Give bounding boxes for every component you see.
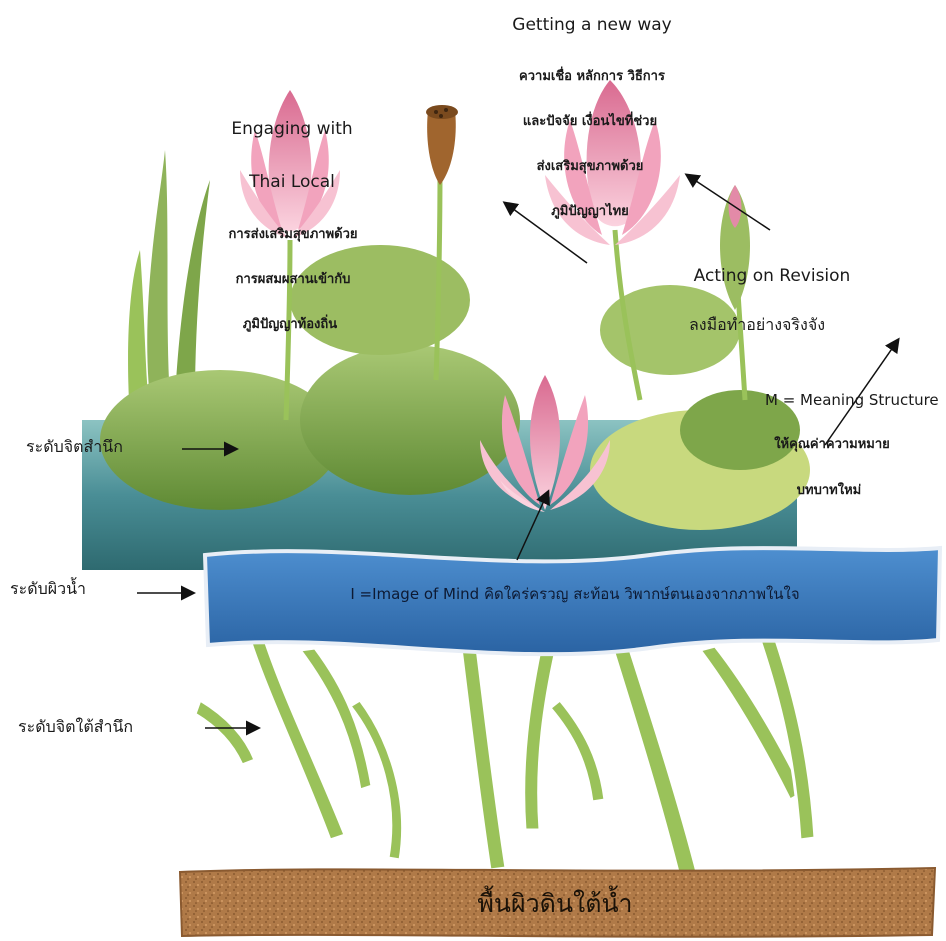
acting-title: Acting on Revision xyxy=(694,267,851,287)
meaning-thai-line2: บทบาทใหม่ xyxy=(797,484,861,499)
subconscious-level-label: ระดับจิตใต้สำนึก xyxy=(18,718,133,736)
getting-thai-line3: ส่งเสริมสุขภาพด้วย xyxy=(537,160,644,175)
engaging-title-line2: Thai Local xyxy=(249,173,335,193)
conscious-level-label: ระดับจิตสำนึก xyxy=(26,438,123,456)
getting-thai-line4: ภูมิปัญญาไทย xyxy=(551,205,629,220)
image-of-mind-banner-text: I =Image of Mind คิดใคร่ครวญ สะท้อน วิพา… xyxy=(215,574,935,614)
surface-level-label: ระดับผิวน้ำ xyxy=(10,580,86,598)
engaging-thai-line2: การผสมผสานเข้ากับ xyxy=(236,273,351,288)
getting-title: Getting a new way xyxy=(512,16,671,36)
acting-thai: ลงมือทำอย่างจริงจัง xyxy=(689,316,825,334)
meaning-title: M = Meaning Structure xyxy=(765,392,939,409)
engaging-thai-line1: การส่งเสริมสุขภาพด้วย xyxy=(229,228,358,243)
soil-label: พื้นผิวดินใต้น้ำ xyxy=(180,878,930,930)
lotus-bud xyxy=(720,185,750,310)
getting-thai-line2: และปัจจัย เงื่อนไขที่ช่วย xyxy=(523,115,657,130)
engaging-thai-line3: ภูมิปัญญาท้องถิ่น xyxy=(243,318,337,333)
getting-thai-line1: ความเชื่อ หลักการ วิธีการ xyxy=(519,70,665,85)
underwater-roots xyxy=(195,640,815,880)
engaging-title-line1: Engaging with xyxy=(231,120,352,140)
lotus-seed-pod xyxy=(426,105,458,185)
meaning-thai-line1: ให้คุณค่าความหมาย xyxy=(774,438,890,453)
lily-pads xyxy=(100,245,810,530)
lotus-flower-left xyxy=(240,90,340,238)
